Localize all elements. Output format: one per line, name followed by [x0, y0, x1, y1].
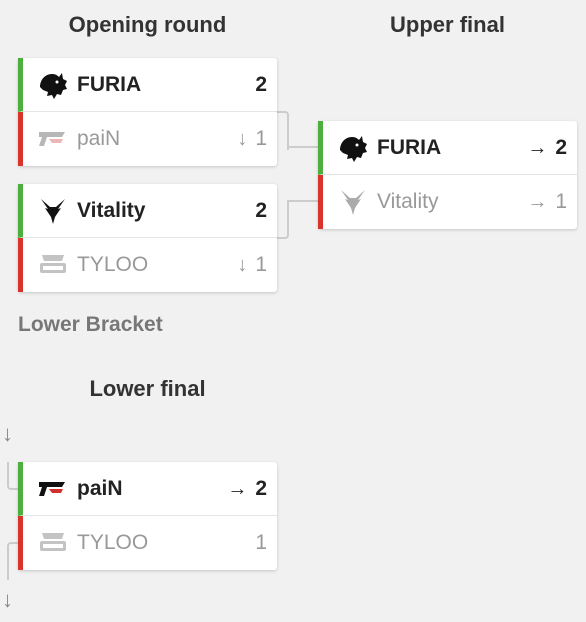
right-arrow-icon: → [527, 136, 548, 159]
down-arrow-icon: ↓ [237, 128, 248, 150]
team-score: 2 [255, 72, 267, 96]
tyloo-logo-icon [37, 249, 69, 281]
team-name: TYLOO [77, 531, 149, 554]
team-name: paiN [77, 127, 121, 150]
lower-final-title: Lower final [89, 376, 206, 401]
team-score: 2 [255, 198, 267, 222]
team-name: TYLOO [77, 253, 149, 276]
down-arrow-icon: ↓ [237, 254, 248, 276]
incoming-arrow-icon: ↓ [2, 421, 13, 446]
match-winner-row[interactable]: FURIA 2 [18, 58, 277, 112]
tyloo-logo-icon [37, 527, 69, 559]
upper-final-match[interactable]: FURIA → 2 Vitality → 1 [318, 121, 577, 229]
opening-match-2[interactable]: Vitality 2 TYLOO ↓ 1 [18, 184, 277, 292]
furia-panther-icon [337, 132, 369, 164]
team-name: FURIA [377, 135, 442, 159]
connector-line [277, 200, 289, 239]
match-loser-row[interactable]: Vitality → 1 [318, 175, 577, 229]
team-name: Vitality [77, 198, 146, 222]
team-name: Vitality [377, 190, 439, 213]
match-loser-row[interactable]: TYLOO 1 [18, 516, 277, 570]
opening-match-1[interactable]: FURIA 2 paiN ↓ 1 [18, 58, 277, 166]
match-loser-row[interactable]: TYLOO ↓ 1 [18, 238, 277, 292]
team-name: paiN [77, 476, 123, 500]
pain-logo-icon [37, 123, 69, 155]
team-score: → 2 [227, 476, 267, 500]
team-score: → 1 [527, 190, 567, 213]
team-name: FURIA [77, 72, 142, 96]
match-loser-row[interactable]: paiN ↓ 1 [18, 112, 277, 166]
right-arrow-icon: → [527, 191, 548, 213]
upper-final-title: Upper final [390, 12, 505, 37]
connector-line [7, 462, 20, 490]
vitality-wasp-icon [37, 195, 69, 227]
vitality-wasp-icon [337, 186, 369, 218]
match-winner-row[interactable]: FURIA → 2 [318, 121, 577, 175]
connector-line [287, 200, 318, 204]
team-score: → 2 [527, 135, 567, 159]
team-score: ↓ 1 [237, 253, 267, 276]
opening-round-title: Opening round [68, 12, 227, 37]
lower-final-match[interactable]: paiN → 2 TYLOO 1 [18, 462, 277, 570]
connector-line [287, 146, 318, 150]
match-winner-row[interactable]: paiN → 2 [18, 462, 277, 516]
connector-line [7, 542, 20, 580]
outgoing-arrow-icon: ↓ [2, 587, 13, 612]
right-arrow-icon: → [227, 477, 248, 500]
team-score: 1 [255, 531, 267, 554]
pain-logo-icon [37, 473, 69, 505]
match-winner-row[interactable]: Vitality 2 [18, 184, 277, 238]
team-score: ↓ 1 [237, 127, 267, 150]
lower-bracket-title: Lower Bracket [18, 313, 163, 336]
furia-panther-icon [37, 69, 69, 101]
connector-line [277, 111, 289, 150]
